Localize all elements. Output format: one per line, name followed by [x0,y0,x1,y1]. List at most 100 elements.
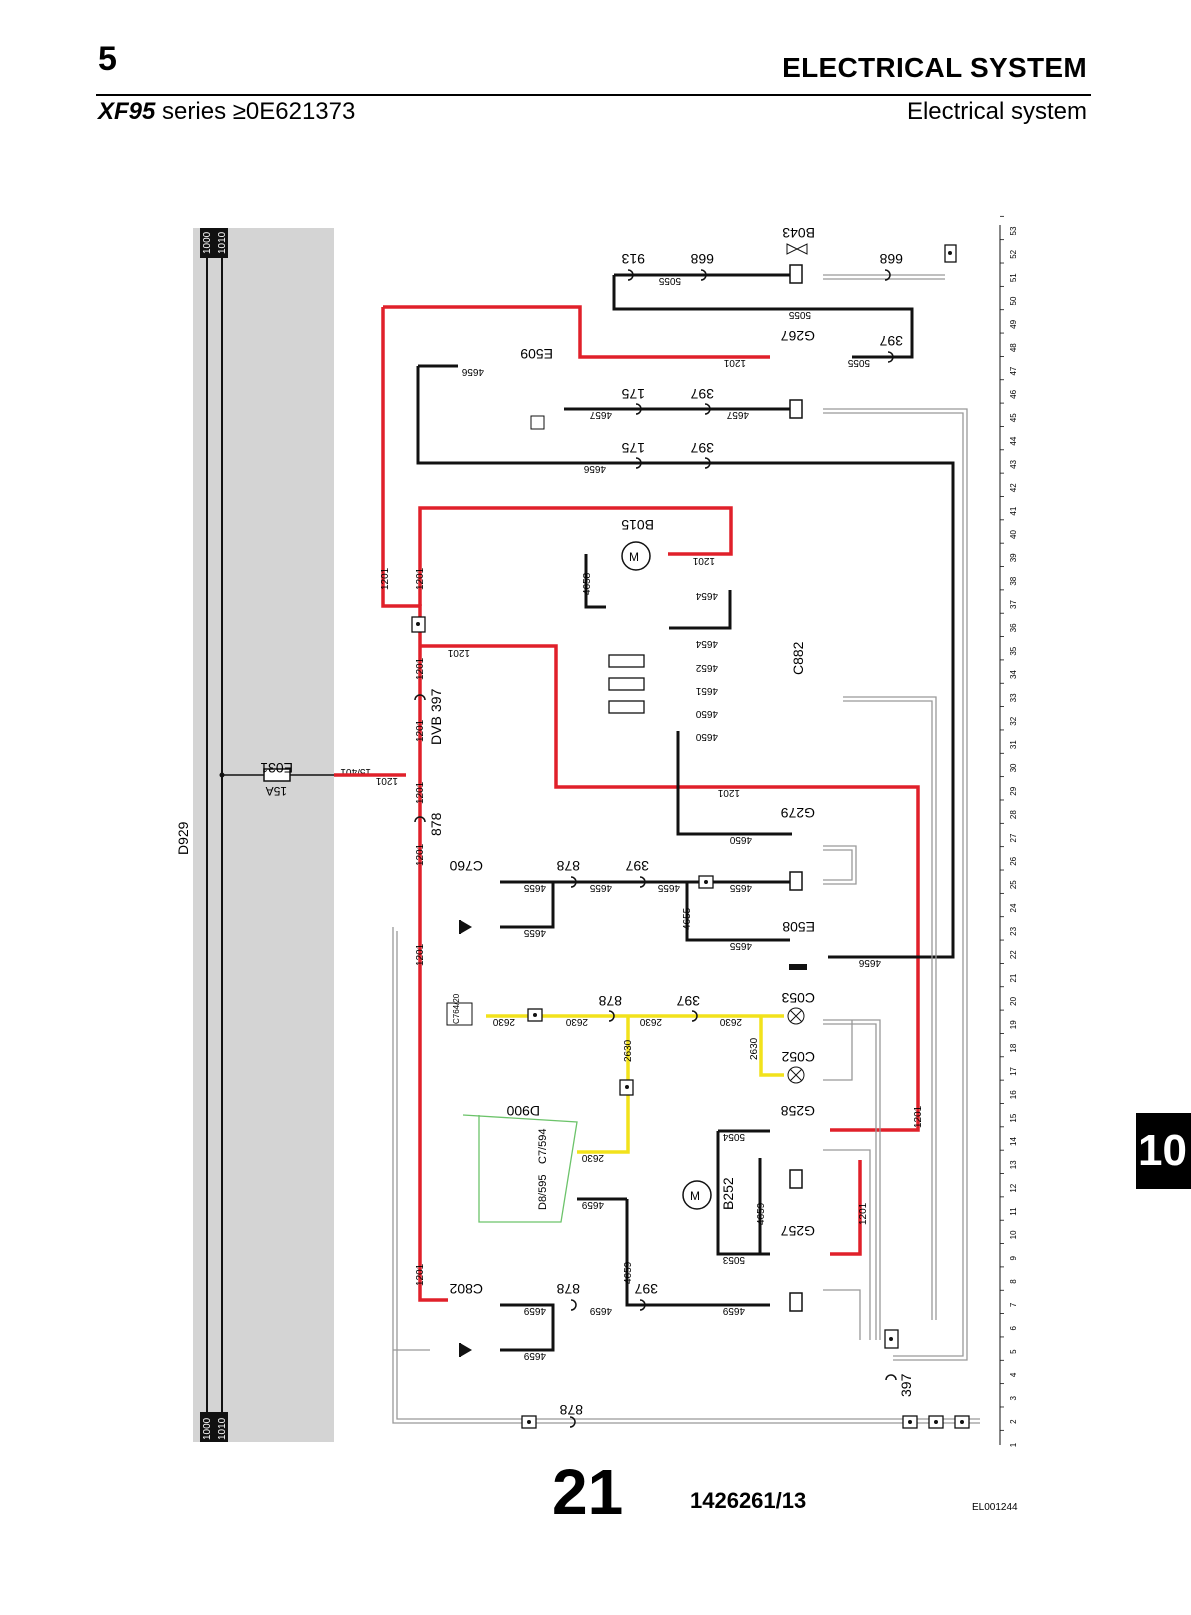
wire-4650-b: 4650 [695,731,718,742]
column-number: 51 [1009,273,1018,282]
wire-1201-h4: 1201 [692,555,715,566]
label-c802: C802 [449,1281,483,1297]
column-number: 3 [1009,1396,1018,1401]
column-number: 24 [1009,903,1018,912]
switch-e508-icon [789,964,807,970]
column-number: 11 [1009,1207,1018,1216]
wire-1201-v4: 1201 [415,719,426,742]
series-label: XF95 series ≥0E621373 [98,98,355,126]
label-dvb: DVB [428,716,444,745]
document-number: 1426261/13 [690,1488,807,1513]
wire-1201-v2: 1201 [415,567,426,590]
column-number: 50 [1009,296,1018,305]
column-number: 21 [1009,973,1018,982]
wire-1201-h1: 1201 [447,647,470,658]
splice-markers [411,244,970,1429]
wire-5055-a: 5055 [658,275,681,286]
label-397-g267: 397 [879,333,903,349]
column-number: 42 [1009,483,1018,492]
column-number: 9 [1009,1255,1018,1260]
wire-4654-b: 4654 [695,638,718,649]
column-number: 19 [1009,1020,1018,1029]
c764-label: C764/20 [452,993,461,1024]
column-number: 2 [1009,1419,1018,1424]
column-number: 8 [1009,1279,1018,1284]
column-number: 48 [1009,343,1018,352]
wire-5054: 5054 [722,1131,745,1142]
label-c760: C760 [449,858,483,874]
relay-coils [789,264,803,1312]
label-g279: G279 [781,805,815,821]
wire-2630-e: 2630 [623,1039,634,1062]
label-397-yellow: 397 [676,993,700,1009]
wire-1201-h3: 1201 [723,357,746,368]
column-number: 12 [1009,1183,1018,1192]
label-b252: B252 [720,1177,736,1210]
column-number: 18 [1009,1043,1018,1052]
bus-label-1000-bottom: 1000 [202,1417,213,1440]
label-668-a: 668 [690,251,714,267]
wire-4652: 4652 [695,662,718,673]
label-175-a: 175 [621,386,645,402]
unit-d929-label: D929 [175,821,191,855]
wire-4655-a: 4655 [523,882,546,893]
column-number: 37 [1009,600,1018,609]
wire-4655-g: 4655 [729,940,752,951]
column-number: 32 [1009,716,1018,725]
wire-4659-b: 4659 [623,1261,634,1284]
d900-box [462,1114,578,1223]
column-number: 27 [1009,833,1018,842]
column-number: 13 [1009,1160,1018,1169]
page-number: 21 [552,1456,624,1528]
column-number: 31 [1009,740,1018,749]
wire-4656-a: 4656 [461,366,484,377]
label-397-c760: 397 [625,858,649,874]
column-number: 16 [1009,1090,1018,1099]
label-878-c760: 878 [556,858,580,874]
column-number: 4 [1009,1372,1018,1377]
lamp-c052-icon [787,1066,805,1084]
svg-text:M: M [690,1189,700,1203]
wire-4650-c: 4650 [729,834,752,845]
wire-4650-a: 4650 [695,708,718,719]
wire-2630-d: 2630 [719,1016,742,1027]
led-c802-icon [459,1343,472,1357]
column-number: 20 [1009,996,1018,1005]
wire-4659-a: 4659 [581,1199,604,1210]
label-c052: C052 [781,1049,815,1065]
label-c053: C053 [781,990,815,1006]
column-number: 43 [1009,459,1018,468]
wire-2630-b: 2630 [565,1016,588,1027]
fuse-e031-rating: 15A [266,784,287,798]
column-number: 22 [1009,950,1018,959]
label-g267: G267 [781,328,815,344]
label-e508: E508 [782,919,815,935]
black-wires [416,273,955,1352]
wire-4656-c: 4656 [858,957,881,968]
wire-2630-c: 2630 [639,1016,662,1027]
wire-4655-c: 4655 [589,882,612,893]
label-c882: C882 [790,641,806,675]
page-title: ELECTRICAL SYSTEM [782,52,1087,83]
label-878-fuse: 878 [428,812,444,836]
wire-2630-f: 2630 [749,1037,760,1060]
wire-5055-b: 5055 [788,309,811,320]
wire-1201-fuse: 1201 [375,775,398,786]
lamp-c053-icon [787,1007,805,1025]
bus-label-1000-top: 1000 [202,231,213,254]
column-number: 29 [1009,786,1018,795]
motor-b252-icon: M [682,1180,712,1210]
column-number: 49 [1009,319,1018,328]
fuse-e031-wire-in: 15/401 [340,766,371,777]
power-band [193,228,334,1442]
series-range: series ≥0E621373 [155,98,356,125]
resistor-symbols [608,654,645,714]
column-number: 35 [1009,646,1018,655]
component-labels: DVB 397 878 913 668 668 B043 G267 397 E5… [428,225,914,1418]
red-feed-wires [334,305,920,1302]
column-number: 7 [1009,1302,1018,1307]
column-number: 40 [1009,530,1018,539]
column-number: 38 [1009,576,1018,585]
label-397-a: 397 [690,386,714,402]
